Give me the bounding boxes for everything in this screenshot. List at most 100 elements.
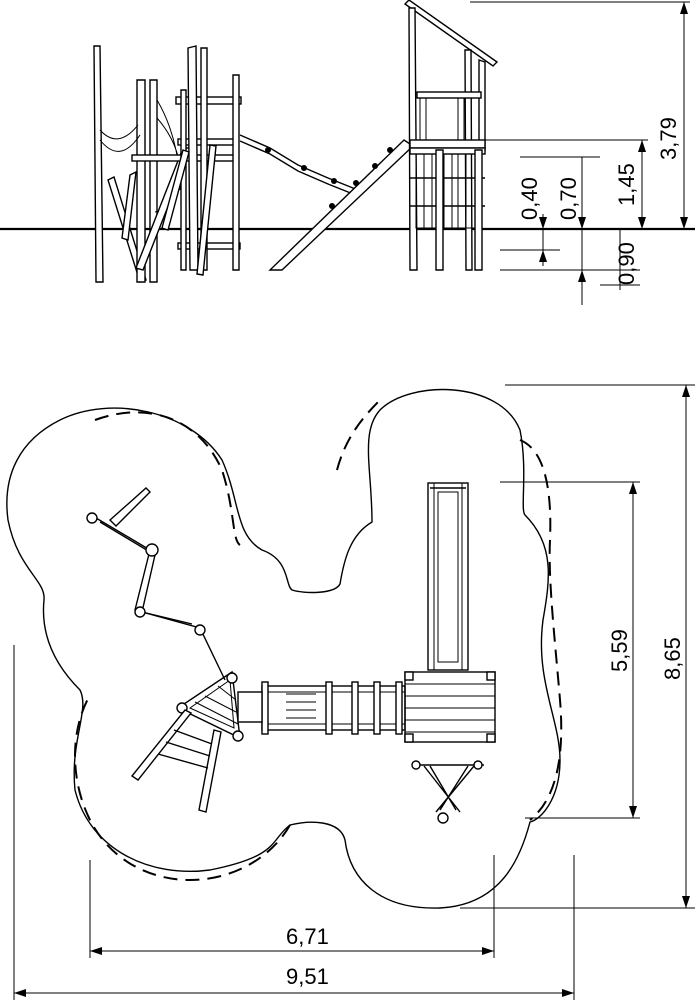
ramp-hold-2: [372, 163, 378, 169]
tri-connector: [237, 691, 263, 723]
dim-label-070: 0,70: [556, 177, 581, 220]
ladder-rung-3: [157, 753, 209, 769]
net-post-a: [136, 79, 146, 283]
arrow-671-left: [90, 947, 102, 955]
net-post-b: [149, 79, 158, 283]
tower-post-left: [187, 45, 199, 271]
arrow-951-right: [562, 989, 574, 997]
arrow-865-top: [682, 385, 690, 397]
tower-diag: [196, 144, 217, 276]
arrow-379-top: [680, 2, 688, 14]
triangle-platform: [176, 670, 241, 740]
house-slat-1: [419, 97, 427, 141]
beam-top: [175, 96, 242, 105]
ladder-rail-left: [130, 709, 193, 781]
fall-zone-outline: [6, 388, 561, 909]
slide-bed: [437, 491, 459, 663]
house-rail-top: [416, 91, 482, 99]
arrow-145-bot: [638, 217, 646, 229]
traverse-line-2: [99, 521, 193, 625]
dim-label-671: 6,71: [286, 924, 329, 949]
bridge-ring-3: [351, 681, 359, 735]
traverse-node-4: [194, 624, 206, 636]
ladder-rung-1: [173, 729, 213, 745]
arrow-145-top: [638, 140, 646, 152]
traverse-node-1: [86, 512, 98, 524]
tri-post-3: [232, 730, 244, 742]
tri-board-2: [217, 685, 237, 701]
house-post-far: [478, 59, 486, 151]
deck-post-3: [404, 733, 414, 743]
arrow-671-right: [482, 947, 494, 955]
tri-post-1: [226, 672, 238, 684]
aframe-legs: [423, 765, 475, 813]
beam-upper: [177, 138, 239, 146]
aframe-hook-1: [411, 760, 421, 770]
arrow-559-bot: [629, 806, 637, 818]
ramp-hold-1: [387, 147, 393, 153]
tower-post-right: [232, 74, 240, 271]
left-tall-pole: [93, 45, 104, 283]
deck-post-1: [404, 671, 414, 681]
traverse-node-3: [134, 606, 146, 618]
tower-post-inner: [180, 89, 187, 271]
slide-chute: [427, 482, 469, 671]
arrow-040-b: [539, 250, 547, 262]
house-floor: [409, 139, 486, 149]
aframe-hook-2: [473, 760, 483, 770]
rope-bridge-rail: [239, 134, 359, 191]
rope-knot-1: [265, 147, 271, 153]
deck-post-4: [486, 733, 496, 743]
traverse-node-2: [145, 543, 159, 557]
arrow-865-bot: [682, 896, 690, 908]
tower-diag-2: [161, 149, 190, 231]
beam-low: [177, 242, 241, 250]
rope-net: [99, 124, 141, 152]
bridge-ring-4: [373, 681, 381, 735]
deck-post-2: [486, 671, 496, 681]
arrow-070-a: [578, 217, 586, 229]
traverse-beam: [108, 487, 151, 527]
arrow-951-left: [14, 989, 26, 997]
house-support-post-b: [474, 149, 483, 271]
dim-label-090: 0,90: [614, 242, 639, 285]
dim-label-145: 1,45: [614, 163, 639, 206]
house-slat-2: [457, 97, 465, 141]
rope-knot-3: [331, 178, 337, 184]
house-post-left: [408, 7, 418, 271]
elevation-view: 3,79 1,45 0,70 0,40 0,90: [0, 0, 695, 305]
house-lower-slat-3: [457, 153, 467, 229]
aframe-base: [437, 812, 449, 824]
house-lower-slat-1: [423, 153, 433, 229]
house-support-post-a: [435, 149, 444, 271]
bridge-ring-1: [261, 681, 269, 735]
bridge-ring-2: [325, 681, 333, 735]
tri-board-3: [194, 701, 239, 725]
dim-label-951: 9,51: [286, 964, 329, 989]
cross-brace-left: [121, 170, 137, 241]
dim-label-379: 3,79: [656, 117, 681, 160]
house-lower-slat-2: [443, 153, 453, 229]
traverse-line-1: [95, 517, 226, 681]
dim-label-559: 5,59: [607, 629, 632, 672]
rope-knot-2: [301, 165, 307, 171]
arrow-559-top: [629, 482, 637, 494]
safety-zone-dashed: [74, 399, 563, 882]
arrow-070-b: [578, 270, 586, 282]
plan-view: 8,65 5,59 6,71 9,51: [6, 384, 695, 1000]
house-floor-b: [409, 147, 486, 155]
climb-ramp: [268, 139, 415, 271]
bridge-ring-5: [395, 681, 403, 735]
ramp-hold-4: [329, 203, 335, 209]
roof: [403, 0, 499, 67]
dim-label-040: 0,40: [517, 177, 542, 220]
ramp-hold-3: [353, 180, 359, 186]
ladder-rail-right: [198, 729, 222, 813]
bridge: [261, 685, 406, 731]
arrow-040-a: [539, 217, 547, 229]
arrow-379-bot: [680, 217, 688, 229]
ladder-rung-2: [165, 741, 211, 757]
dim-label-865: 8,65: [660, 637, 685, 680]
triangle-inner: [188, 679, 235, 729]
